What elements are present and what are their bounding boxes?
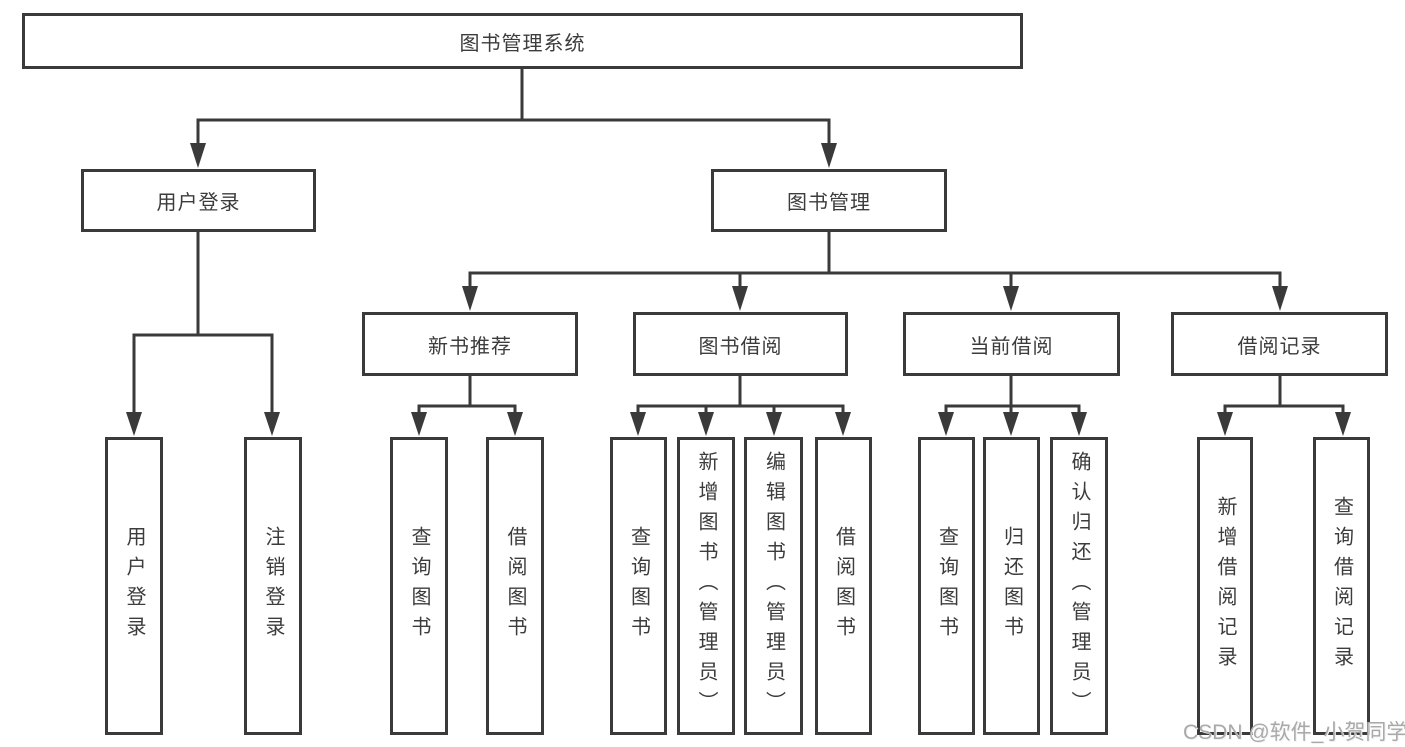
node-root-system-label: 图书管理系统 (459, 32, 586, 55)
leaf-query-borrow-record-label: 查询借阅记录 (1330, 496, 1353, 676)
leaf-query-book-recommend-label: 查询图书 (408, 526, 430, 646)
node-current-borrowing: 当前借阅 (903, 312, 1120, 376)
leaf-user-login: 用户登录 (105, 437, 163, 735)
leaf-logout-label: 注销登录 (262, 526, 284, 646)
arrowheads (126, 143, 1351, 436)
leaf-query-book-borrowing-label: 查询图书 (627, 526, 650, 646)
node-borrow-records-label: 借阅记录 (1237, 335, 1322, 358)
leaf-add-borrow-record-label: 新增借阅记录 (1214, 496, 1236, 676)
node-new-book-recommend-label: 新书推荐 (428, 335, 512, 358)
leaf-query-book-recommend: 查询图书 (390, 437, 448, 735)
leaf-query-book-current-label: 查询图书 (935, 526, 958, 646)
leaf-logout: 注销登录 (244, 437, 302, 735)
node-book-management: 图书管理 (711, 169, 947, 232)
leaf-add-book-admin-label: 新增图书（管理员） (695, 451, 717, 721)
leaf-borrow-book-recommend-label: 借阅图书 (504, 526, 526, 646)
node-book-management-label: 图书管理 (787, 192, 871, 214)
node-user-login-label: 用户登录 (156, 192, 241, 214)
leaf-query-book-current: 查询图书 (918, 437, 975, 735)
leaf-user-login-label: 用户登录 (123, 526, 145, 646)
leaf-borrow-book-recommend: 借阅图书 (486, 437, 544, 735)
csdn-watermark: CSDN @软件_小贺同学 (1183, 721, 1405, 744)
node-current-borrowing-label: 当前借阅 (969, 335, 1054, 358)
leaf-edit-book-admin: 编辑图书（管理员） (744, 437, 803, 735)
leaf-confirm-return-admin-label: 确认归还（管理员） (1068, 451, 1090, 721)
node-book-borrowing-label: 图书借阅 (698, 335, 783, 358)
leaf-add-borrow-record: 新增借阅记录 (1197, 437, 1253, 735)
leaf-return-book: 归还图书 (983, 437, 1040, 735)
node-book-borrowing: 图书借阅 (633, 312, 848, 376)
leaf-borrow-book-label: 借阅图书 (832, 526, 855, 646)
leaf-query-book-borrowing: 查询图书 (610, 437, 667, 735)
leaf-add-book-admin: 新增图书（管理员） (677, 437, 735, 735)
node-user-login: 用户登录 (81, 169, 316, 232)
leaf-borrow-book: 借阅图书 (815, 437, 872, 735)
leaf-edit-book-admin-label: 编辑图书（管理员） (762, 451, 785, 721)
leaf-confirm-return-admin: 确认归还（管理员） (1050, 437, 1108, 735)
leaf-query-borrow-record: 查询借阅记录 (1313, 437, 1370, 735)
node-new-book-recommend: 新书推荐 (362, 312, 578, 376)
leaf-return-book-label: 归还图书 (1000, 526, 1023, 646)
node-root-system: 图书管理系统 (22, 13, 1023, 69)
node-borrow-records: 借阅记录 (1171, 312, 1388, 376)
